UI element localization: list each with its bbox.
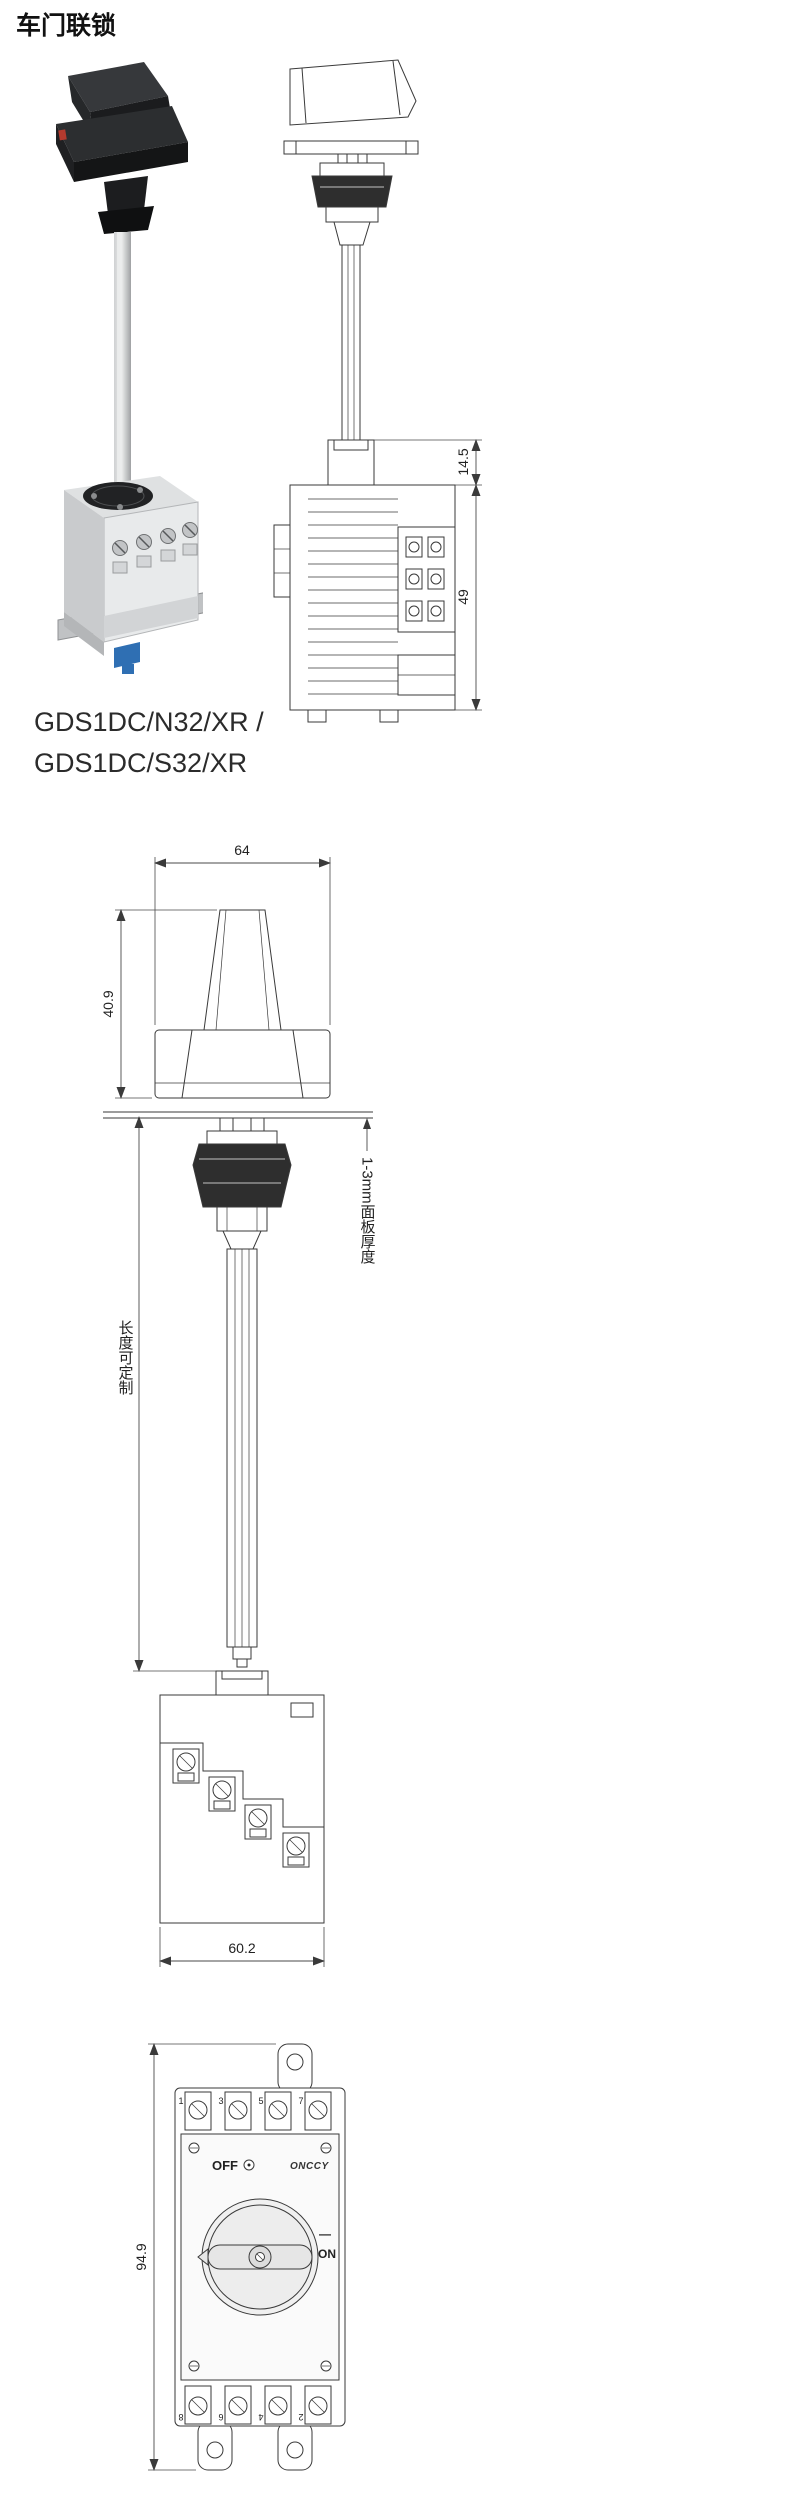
terminal-number: 2 [298,2412,303,2422]
dim-width-label: 64 [234,842,250,858]
terminal-number: 5 [258,2096,263,2106]
side-shaft [341,244,361,446]
on-label: ON [318,2247,336,2261]
photo-terminals [112,522,198,574]
model-caption: GDS1DC/N32/XR / GDS1DC/S32/XR [34,702,264,783]
on-symbol: — [319,2227,331,2241]
front-terminals [172,1748,310,1868]
terminal-number: 8 [178,2412,183,2422]
dim-body-width-label: 60.2 [228,1940,255,1956]
photo-switch-body [57,476,203,674]
side-view-drawing: 14.5 49 [273,59,482,723]
dim-shaft-length-label: 长度可定制 [117,1320,134,1395]
front-view-drawing: 64 40.9 [100,842,376,1967]
terminal-number: 6 [218,2412,223,2422]
side-terminal-block [397,526,456,696]
face-view-drawing: 94.9 1 3 [133,2043,346,2471]
front-shaft [226,1248,258,1668]
front-handle [154,909,331,1099]
mounting-tab-bottom-right [277,2421,313,2471]
photo-mounting-collar [98,176,154,234]
dim-panel-thickness: 1-3mm面板厚度 [359,1118,376,1264]
side-mounting-plate [283,140,419,164]
side-body [273,439,456,723]
dim-total-height-label: 94.9 [133,2243,149,2270]
side-handle [289,59,417,126]
model-line-1: GDS1DC/N32/XR / [34,707,264,737]
face-corner-screws [188,2142,332,2372]
dim-body-width: 60.2 [159,1927,325,1967]
side-collar [311,162,393,246]
off-symbol-icon [243,2159,255,2171]
side-body-fins [308,498,398,695]
dim-hub-height-label: 14.5 [455,448,471,475]
handle-indicator-mark [58,129,67,141]
dim-body-height: 49 [455,484,482,711]
product-photo [56,62,203,674]
brand-logo: ONCCY [290,2161,329,2172]
face-plate: OFF ONCCY — ON [180,2133,340,2381]
photo-extension-shaft [114,232,131,490]
dim-width: 64 [154,842,331,1025]
panel-lines [103,1111,373,1119]
dim-total-height: 94.9 [133,2043,276,2471]
terminal-number: 1 [178,2096,183,2106]
front-collar [192,1117,292,1250]
mounting-tab-bottom-left [197,2421,233,2471]
bottom-terminal-row: 8 6 4 2 [178,2385,332,2425]
dim-panel-thickness-label: 1-3mm面板厚度 [359,1157,376,1264]
model-line-2: GDS1DC/S32/XR [34,747,248,778]
dim-handle-height: 40.9 [100,909,217,1099]
dim-hub-height: 14.5 [374,439,482,486]
top-terminal-row: 1 3 5 7 [178,2091,332,2131]
off-label: OFF [212,2158,238,2173]
terminal-number: 7 [298,2096,303,2106]
terminal-number: 4 [258,2412,263,2422]
photo-din-clip [114,642,140,674]
dim-handle-height-label: 40.9 [100,990,116,1017]
mounting-tab-top [277,2043,313,2093]
dim-shaft-length: 长度可定制 [117,1116,216,1672]
front-body [159,1670,325,1924]
terminal-number: 3 [218,2096,223,2106]
rotary-knob [197,2198,319,2316]
photo-handle-knob [56,62,188,182]
page-title: 车门联锁 [16,12,117,40]
dim-body-height-label: 49 [455,589,471,605]
